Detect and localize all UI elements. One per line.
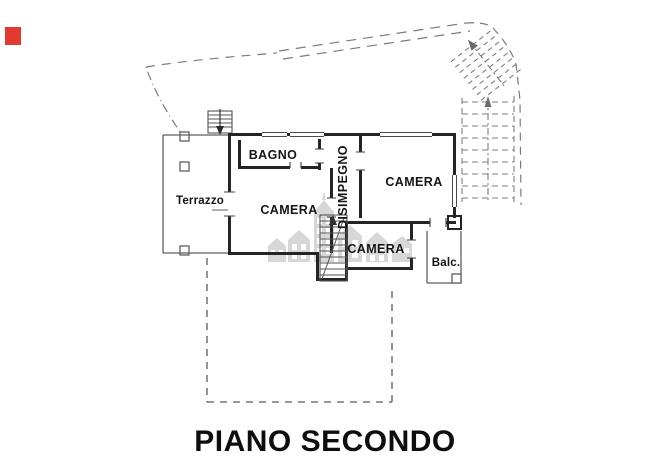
- entry-steps: [207, 109, 233, 135]
- terrace-pillar: [179, 131, 190, 142]
- label-camera-bottom: CAMERA: [347, 242, 404, 256]
- terrace-pillar: [179, 245, 190, 256]
- lower-floor-outline: [206, 258, 393, 403]
- balcony-pillar: [451, 273, 462, 284]
- parcel-boundary-lines: [145, 22, 522, 206]
- terrace-outline: [162, 131, 228, 256]
- stair-direction-arrow-icon: [329, 215, 337, 225]
- stair-up-arrow-icon: [467, 39, 478, 51]
- label-camera-right: CAMERA: [385, 175, 442, 189]
- door-jambs: [224, 148, 447, 259]
- label-disimpegno: DISIMPEGNO: [336, 145, 350, 229]
- external-staircase-lower: [461, 96, 515, 205]
- terrace-pillar: [179, 161, 190, 172]
- watermark-house-bodies: [268, 191, 412, 262]
- stair-up-arrow-icon: [484, 96, 492, 107]
- building-walls: [228, 133, 462, 281]
- label-camera-left: CAMERA: [260, 203, 317, 217]
- wall-corner-block: [447, 215, 462, 230]
- balcony-outline: [426, 231, 462, 284]
- floor-title: PIANO SECONDO: [194, 425, 456, 458]
- label-balcony: Balc.: [432, 257, 461, 269]
- red-corner-marker: [5, 27, 21, 45]
- window: [380, 129, 432, 139]
- room-labels: Terrazzo BAGNO CAMERA DISIMPEGNO CAMERA …: [176, 145, 460, 269]
- entry-down-arrow-icon: [216, 126, 224, 135]
- watermark-house-windows: [271, 218, 409, 261]
- label-bagno: BAGNO: [249, 148, 298, 162]
- window: [262, 129, 287, 139]
- internal-staircase: [319, 214, 348, 282]
- window: [450, 175, 460, 207]
- label-terrazzo: Terrazzo: [176, 195, 224, 207]
- external-staircase-upper: [450, 28, 525, 101]
- window: [290, 129, 324, 139]
- watermark-houses-logo: [268, 191, 412, 262]
- windows: [262, 129, 460, 207]
